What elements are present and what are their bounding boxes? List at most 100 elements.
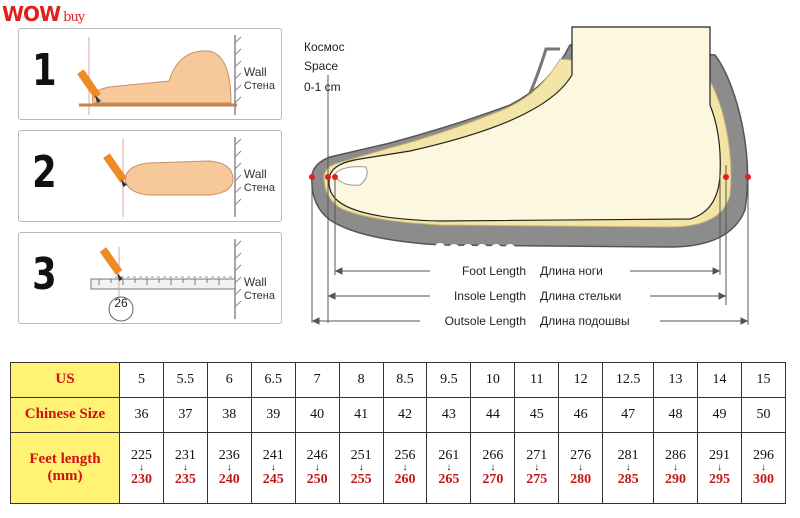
us-size-cell: 14 (696, 362, 742, 398)
us-size-cell: 8.5 (382, 362, 428, 398)
feet-length-to: 295 (708, 471, 730, 487)
down-arrow-icon: ↓ (446, 461, 452, 473)
feet-length-cell: 256↓260 (382, 431, 428, 505)
feet-length-from: 241 (262, 447, 284, 463)
feet-length-to: 280 (570, 471, 592, 487)
down-arrow-icon: ↓ (402, 461, 408, 473)
us-size-cell: 15 (740, 362, 787, 398)
insole-length-label: Insole Length (454, 289, 526, 303)
wall-label: Wall Стена (244, 65, 275, 93)
feet-length-to: 265 (438, 471, 460, 487)
feet-length-from: 256 (394, 447, 416, 463)
cn-size-cell: 48 (653, 396, 698, 433)
down-arrow-icon: ↓ (625, 461, 631, 473)
feet-length-to: 260 (394, 471, 416, 487)
feet-length-cell: 251↓255 (338, 431, 384, 505)
insole-length-label-ru: Длина стельки (540, 289, 621, 303)
ruler (90, 278, 236, 290)
down-arrow-icon: ↓ (716, 461, 722, 473)
us-size-cell: 12 (558, 362, 604, 398)
step-1-illustration (77, 35, 242, 115)
feet-length-from: 246 (306, 447, 328, 463)
wall-label-ru: Стена (243, 80, 275, 92)
us-size-cell: 5.5 (162, 362, 208, 398)
step-number: 1 (32, 45, 57, 96)
down-arrow-icon: ↓ (358, 461, 364, 473)
feet-length-cell: 271↓275 (514, 431, 560, 505)
space-label-ru: Космос (304, 40, 345, 54)
down-arrow-icon: ↓ (270, 461, 276, 473)
us-size-cell: 9.5 (426, 362, 472, 398)
feet-length-to: 290 (665, 471, 687, 487)
space-range: 0-1 cm (304, 80, 341, 94)
feet-header-line2: (mm) (47, 467, 83, 484)
feet-length-cell: 281↓285 (602, 431, 655, 505)
feet-length-from: 261 (438, 447, 460, 463)
step-3-illustration: 26 (90, 239, 242, 322)
feet-length-to: 230 (130, 471, 152, 487)
feet-length-cell: 261↓265 (426, 431, 472, 505)
foot-length-label-ru: Длина ноги (540, 264, 603, 278)
feet-length-to: 270 (482, 471, 504, 487)
tread (435, 243, 515, 252)
outsole-length-label-ru: Длина подошвы (540, 314, 630, 328)
us-size-cell: 13 (653, 362, 698, 398)
us-size-cell: 10 (470, 362, 516, 398)
foot (328, 26, 721, 222)
down-arrow-icon: ↓ (534, 461, 540, 473)
feet-length-to: 285 (617, 471, 639, 487)
us-size-cell: 11 (514, 362, 560, 398)
wall-label: Wall Стена (244, 167, 275, 195)
step-number: 2 (32, 147, 57, 198)
feet-length-cell: 291↓295 (696, 431, 742, 505)
step-2-illustration (103, 137, 242, 217)
cn-size-cell: 42 (382, 396, 428, 433)
feet-length-to: 275 (526, 471, 548, 487)
feet-length-from: 296 (752, 447, 774, 463)
us-size-cell: 6 (206, 362, 252, 398)
feet-length-cell: 236↓240 (206, 431, 252, 505)
ruler-value: 26 (114, 296, 128, 310)
cn-size-cell: 36 (119, 396, 164, 433)
down-arrow-icon: ↓ (760, 461, 766, 473)
shoe-diagram: Космос Space 0-1 cm Foot Length Длина но… (304, 26, 751, 329)
down-arrow-icon: ↓ (673, 461, 679, 473)
us-size-cell: 7 (294, 362, 340, 398)
feet-length-from: 291 (708, 447, 730, 463)
down-arrow-icon: ↓ (490, 461, 496, 473)
down-arrow-icon: ↓ (226, 461, 232, 473)
feet-length-to: 235 (174, 471, 196, 487)
feet-length-cell: 266↓270 (470, 431, 516, 505)
feet-length-to: 250 (306, 471, 328, 487)
space-label-en: Space (304, 59, 338, 73)
feet-length-cell: 296↓300 (740, 431, 787, 505)
feet-length-cell: 276↓280 (558, 431, 604, 505)
pencil-icon (77, 69, 101, 103)
foot-length-label: Foot Length (462, 264, 526, 278)
down-arrow-icon: ↓ (138, 461, 144, 473)
wall-label-en: Wall (243, 167, 267, 181)
step-1-panel: 1 Wall Стена (18, 28, 282, 120)
feet-length-from: 251 (350, 447, 372, 463)
logo-brand: WOW (2, 2, 61, 26)
wall-label: Wall Стена (244, 275, 275, 303)
wall-label-ru: Стена (243, 182, 275, 194)
feet-length-to: 255 (350, 471, 372, 487)
feet-length-from: 231 (174, 447, 196, 463)
feet-length-from: 266 (482, 447, 504, 463)
cn-size-cell: 46 (558, 396, 604, 433)
wall-label-en: Wall (243, 275, 267, 289)
step-number: 3 (32, 249, 57, 300)
cn-size-cell: 40 (294, 396, 340, 433)
feet-length-cell: 286↓290 (653, 431, 698, 505)
us-size-cell: 6.5 (250, 362, 296, 398)
us-size-cell: 12.5 (602, 362, 655, 398)
step-3-panel: 3 26 Wall Стена (18, 232, 282, 324)
zoom-circle (108, 296, 134, 322)
feet-length-from: 286 (665, 447, 687, 463)
pencil-icon (99, 247, 123, 281)
down-arrow-icon: ↓ (314, 461, 320, 473)
feet-length-from: 236 (218, 447, 240, 463)
